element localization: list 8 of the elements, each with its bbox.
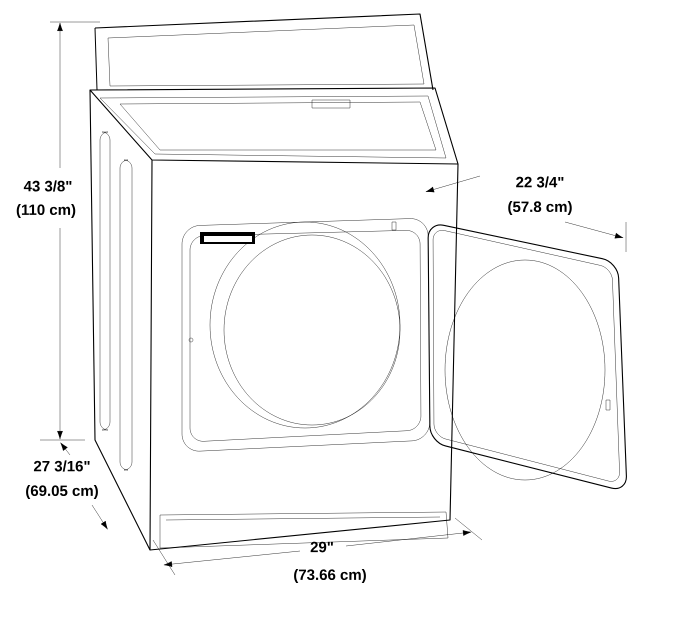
- dimension-label: 22 3/4": [516, 176, 564, 188]
- dimension-label: (73.66 cm): [294, 569, 366, 583]
- dimension-label: (69.05 cm): [26, 485, 98, 499]
- dimension-label: 27 3/16": [34, 460, 90, 472]
- dimension-label: 29": [310, 542, 333, 552]
- dimension-label: (110 cm): [16, 204, 76, 218]
- dimension-label: 43 3/8": [24, 180, 72, 192]
- dimension-label: (57.8 cm): [508, 201, 572, 215]
